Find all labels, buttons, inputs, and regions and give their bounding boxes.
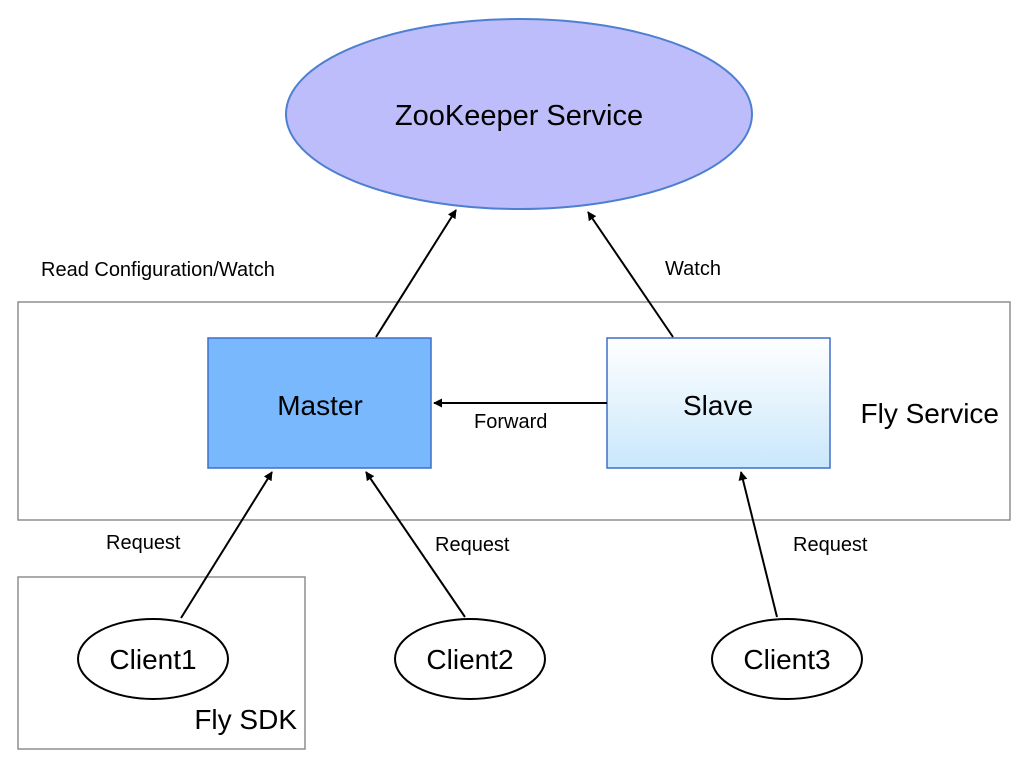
client1-node <box>77 618 229 700</box>
edge-label-request-client1: Request <box>106 532 181 554</box>
edge-client1-to-master <box>180 471 273 619</box>
slave-label: Slave <box>683 390 753 421</box>
master-label: Master <box>277 390 363 421</box>
edge-client2-to-master <box>365 471 466 618</box>
edge-label-forward: Forward <box>474 411 547 433</box>
zookeeper-node <box>285 18 753 210</box>
client2-node <box>394 618 546 700</box>
edge-client3-to-slave <box>738 471 778 618</box>
edge-master-to-zookeeper <box>375 209 457 338</box>
fly-service-group <box>17 301 1011 521</box>
client1-label: Client1 <box>109 644 196 675</box>
edge-label-watch: Watch <box>665 258 721 280</box>
client3-node <box>711 618 863 700</box>
slave-node <box>606 337 831 469</box>
edge-label-request-client2: Request <box>435 534 510 556</box>
client2-label: Client2 <box>426 644 513 675</box>
edge-label-request-client3: Request <box>793 534 868 556</box>
fly-sdk-group <box>17 576 306 750</box>
edge-slave-to-zookeeper <box>587 211 674 338</box>
fly-sdk-label: Fly SDK <box>194 704 297 735</box>
client3-label: Client3 <box>743 644 830 675</box>
edge-label-read-config-watch: Read Configuration/Watch <box>41 259 275 281</box>
master-node <box>207 337 432 469</box>
zookeeper-label: ZooKeeper Service <box>395 100 643 132</box>
fly-service-label: Fly Service <box>861 398 999 429</box>
